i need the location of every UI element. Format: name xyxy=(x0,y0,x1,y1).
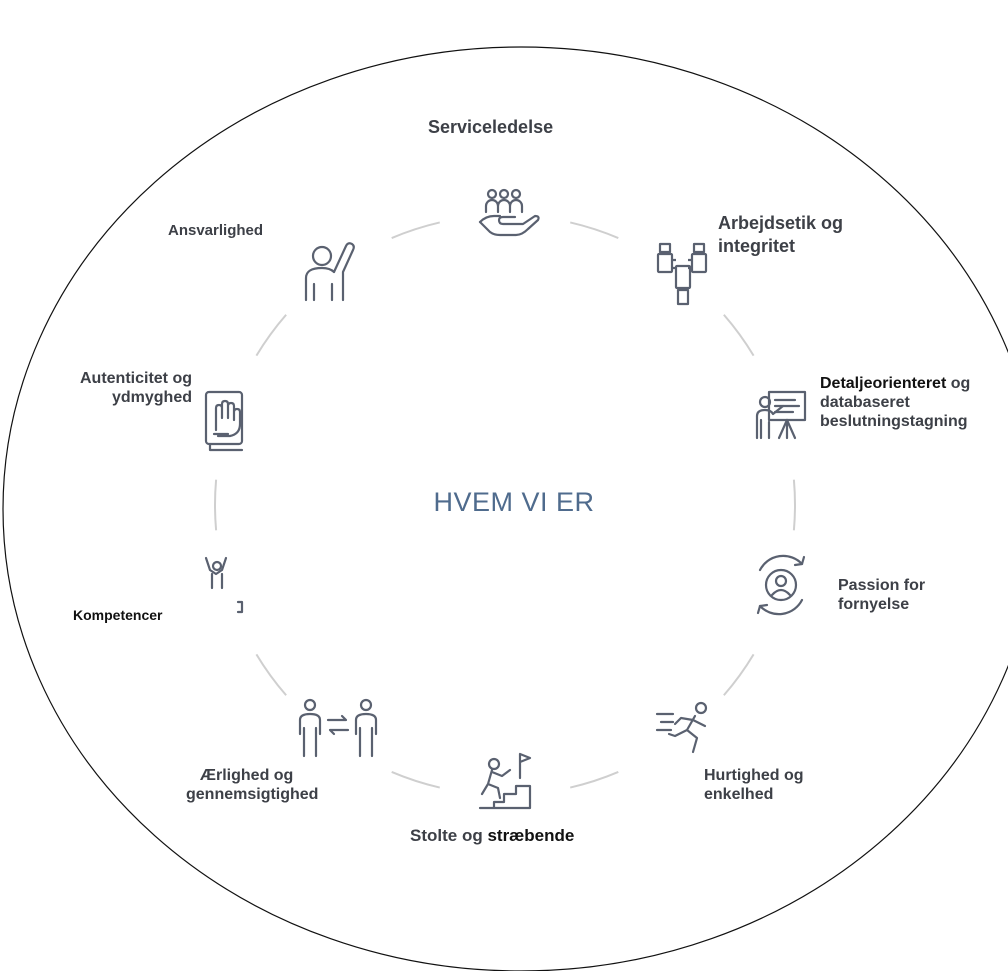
detalje-line3: beslutningstagning xyxy=(820,413,968,430)
ring-segment xyxy=(723,314,755,357)
ring-segment xyxy=(255,653,287,696)
detalje-line2: databaseret xyxy=(820,394,910,411)
mask-block xyxy=(186,590,222,628)
outer-circle xyxy=(2,46,1008,971)
label-aerlighed: Ærlighed og gennemsigtighed xyxy=(186,766,318,804)
label-hurtighed: Hurtighed og enkelhed xyxy=(704,766,804,804)
running-person-icon xyxy=(655,701,708,754)
label-stolte: Stolte og stræbende xyxy=(410,826,574,845)
stolte-part1: Stolte og xyxy=(410,826,488,845)
climbing-stairs-flag-icon xyxy=(478,752,532,810)
ring-segment xyxy=(214,479,218,531)
autenticitet-line1: Autenticitet og xyxy=(80,370,192,387)
two-people-exchange-icon xyxy=(298,698,378,758)
label-autenticitet: Autenticitet og ydmyghed xyxy=(58,369,192,407)
center-title: HVEM VI ER xyxy=(433,487,595,517)
label-ansvarlighed: Ansvarlighed xyxy=(168,222,264,239)
presenter-board-icon xyxy=(755,390,807,440)
arbejdsetik-line1: Arbejdsetik og xyxy=(718,213,844,233)
person-cycle-icon xyxy=(756,554,806,616)
ring-segment xyxy=(391,771,440,789)
ring-segment xyxy=(391,221,440,239)
aerlighed-line2: gennemsigtighed xyxy=(186,786,319,803)
hurtighed-line1: Hurtighed og xyxy=(704,767,804,784)
passion-line1: Passion for xyxy=(838,577,926,594)
cheering-person-icon xyxy=(204,556,244,614)
ring-segment xyxy=(570,221,619,239)
raised-hand-person-icon xyxy=(304,242,355,302)
hurtighed-line2: enkelhed xyxy=(704,786,774,803)
label-serviceledelse: Serviceledelse xyxy=(428,117,554,137)
label-passion: Passion for fornyelse xyxy=(838,576,925,614)
ring-segment xyxy=(570,771,619,789)
ring-segment xyxy=(792,479,796,531)
detalje-line1-rest: og xyxy=(946,375,971,392)
aerlighed-line1: Ærlighed og xyxy=(200,767,294,784)
ring-segment xyxy=(723,653,755,696)
label-arbejdsetik: Arbejdsetik og integritet xyxy=(718,212,843,258)
autenticitet-line2: ydmyghed xyxy=(111,389,192,406)
passion-line2: fornyelse xyxy=(838,596,910,613)
stolte-part2: stræbende xyxy=(487,826,575,845)
label-kompetencer: Kompetencer xyxy=(73,607,163,623)
arbejdsetik-line2: integritet xyxy=(718,236,796,256)
ring-segment xyxy=(255,314,287,357)
detalje-line1-bold: Detaljeorienteret xyxy=(820,375,947,392)
inner-ring xyxy=(214,221,796,789)
label-detalje: Detaljeorienteret og databaseret beslutn… xyxy=(820,374,970,431)
detalje-line1: Detaljeorienteret og xyxy=(820,374,970,393)
puzzle-hands-icon xyxy=(656,242,708,306)
hand-holding-people-icon xyxy=(478,188,540,237)
hand-on-book-icon xyxy=(204,390,244,452)
